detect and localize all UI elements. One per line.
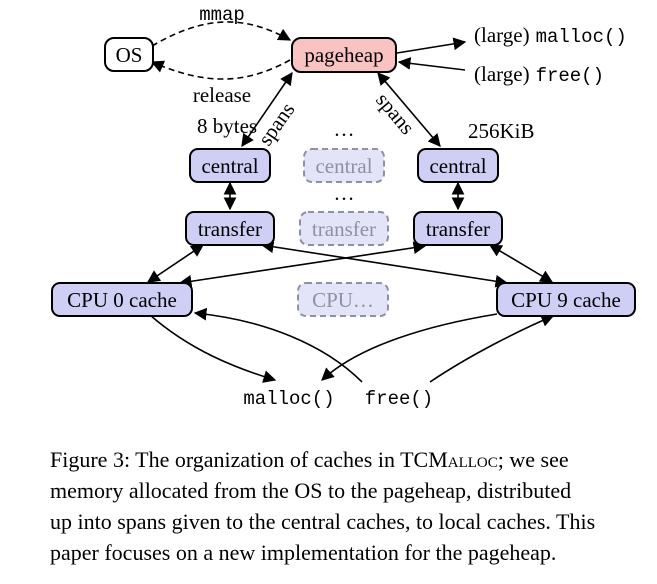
transfer-right-cpu9-arrow	[488, 244, 554, 283]
free-label: free()	[365, 388, 433, 410]
transfer-right-cpu0-arrow	[178, 241, 427, 288]
central-ghost-node: central	[303, 148, 385, 183]
caption-line-1: Figure 3: The organization of caches in …	[50, 447, 569, 472]
svg-text:pageheap: pageheap	[304, 43, 383, 67]
svg-text:OS: OS	[116, 43, 143, 67]
free-to-cpu9-arrow	[429, 314, 555, 383]
transfer-right-node: transfer	[413, 211, 503, 246]
mmap-label: mmap	[199, 4, 245, 26]
os-node: OS	[104, 37, 154, 72]
release-label: release	[193, 83, 251, 107]
large-free-label: (large)free()	[474, 62, 604, 87]
svg-text:transfer: transfer	[312, 217, 376, 241]
spans-right-label: spans	[371, 88, 419, 139]
ellipsis-middle: …	[334, 181, 355, 205]
svg-text:CPU…: CPU…	[312, 288, 374, 312]
tcmalloc-name: CMalloc	[413, 447, 498, 472]
cpu0-cache-node: CPU 0 cache	[51, 282, 193, 317]
central-left-node: central	[189, 148, 271, 183]
large-malloc-arrow	[396, 37, 467, 54]
svg-text:CPU 9 cache: CPU 9 cache	[511, 288, 621, 312]
spans-right-arrow	[377, 72, 441, 147]
spans-left-arrow	[241, 71, 293, 148]
svg-text:CPU 0 cache: CPU 0 cache	[67, 288, 177, 312]
connectors	[146, 21, 555, 383]
caption-line-2: memory allocated from the OS to the page…	[50, 478, 572, 503]
figure-caption: Figure 3: The organization of caches in …	[50, 444, 650, 568]
size-256kib-label: 256KiB	[468, 119, 535, 143]
cpu0-to-malloc-arrow	[149, 314, 277, 383]
transfer-left-cpu0-arrow	[146, 244, 205, 283]
transfer-ghost-node: transfer	[299, 211, 389, 246]
large-free-arrow	[397, 57, 466, 71]
svg-text:central: central	[201, 154, 258, 178]
svg-text:transfer: transfer	[198, 217, 262, 241]
cache-organization-diagram: OS pageheap central central central tran…	[51, 4, 636, 410]
svg-text:central: central	[315, 154, 372, 178]
central-right-node: central	[417, 148, 499, 183]
transfer-left-cpu9-arrow	[260, 240, 509, 288]
mmap-arrow	[151, 21, 292, 47]
caption-line-3: up into spans given to the central cache…	[50, 509, 596, 534]
ellipsis-top: …	[334, 117, 355, 141]
caption-line-4: paper focuses on a new implementation fo…	[50, 540, 557, 565]
release-arrow	[150, 59, 291, 80]
svg-text:central: central	[429, 154, 486, 178]
free-to-cpu0-arrow	[193, 307, 363, 383]
size-8-bytes-label: 8 bytes	[197, 114, 257, 138]
large-malloc-label: (large)malloc()	[474, 23, 627, 48]
transfer-left-node: transfer	[185, 211, 275, 246]
svg-text:transfer: transfer	[426, 217, 490, 241]
cpu9-cache-node: CPU 9 cache	[496, 282, 636, 317]
malloc-label: malloc()	[243, 388, 334, 410]
cpu-ghost-node: CPU…	[297, 282, 389, 317]
spans-left-label: spans	[253, 98, 299, 150]
cpu9-to-malloc-arrow	[321, 313, 498, 381]
pageheap-node: pageheap	[291, 37, 397, 73]
